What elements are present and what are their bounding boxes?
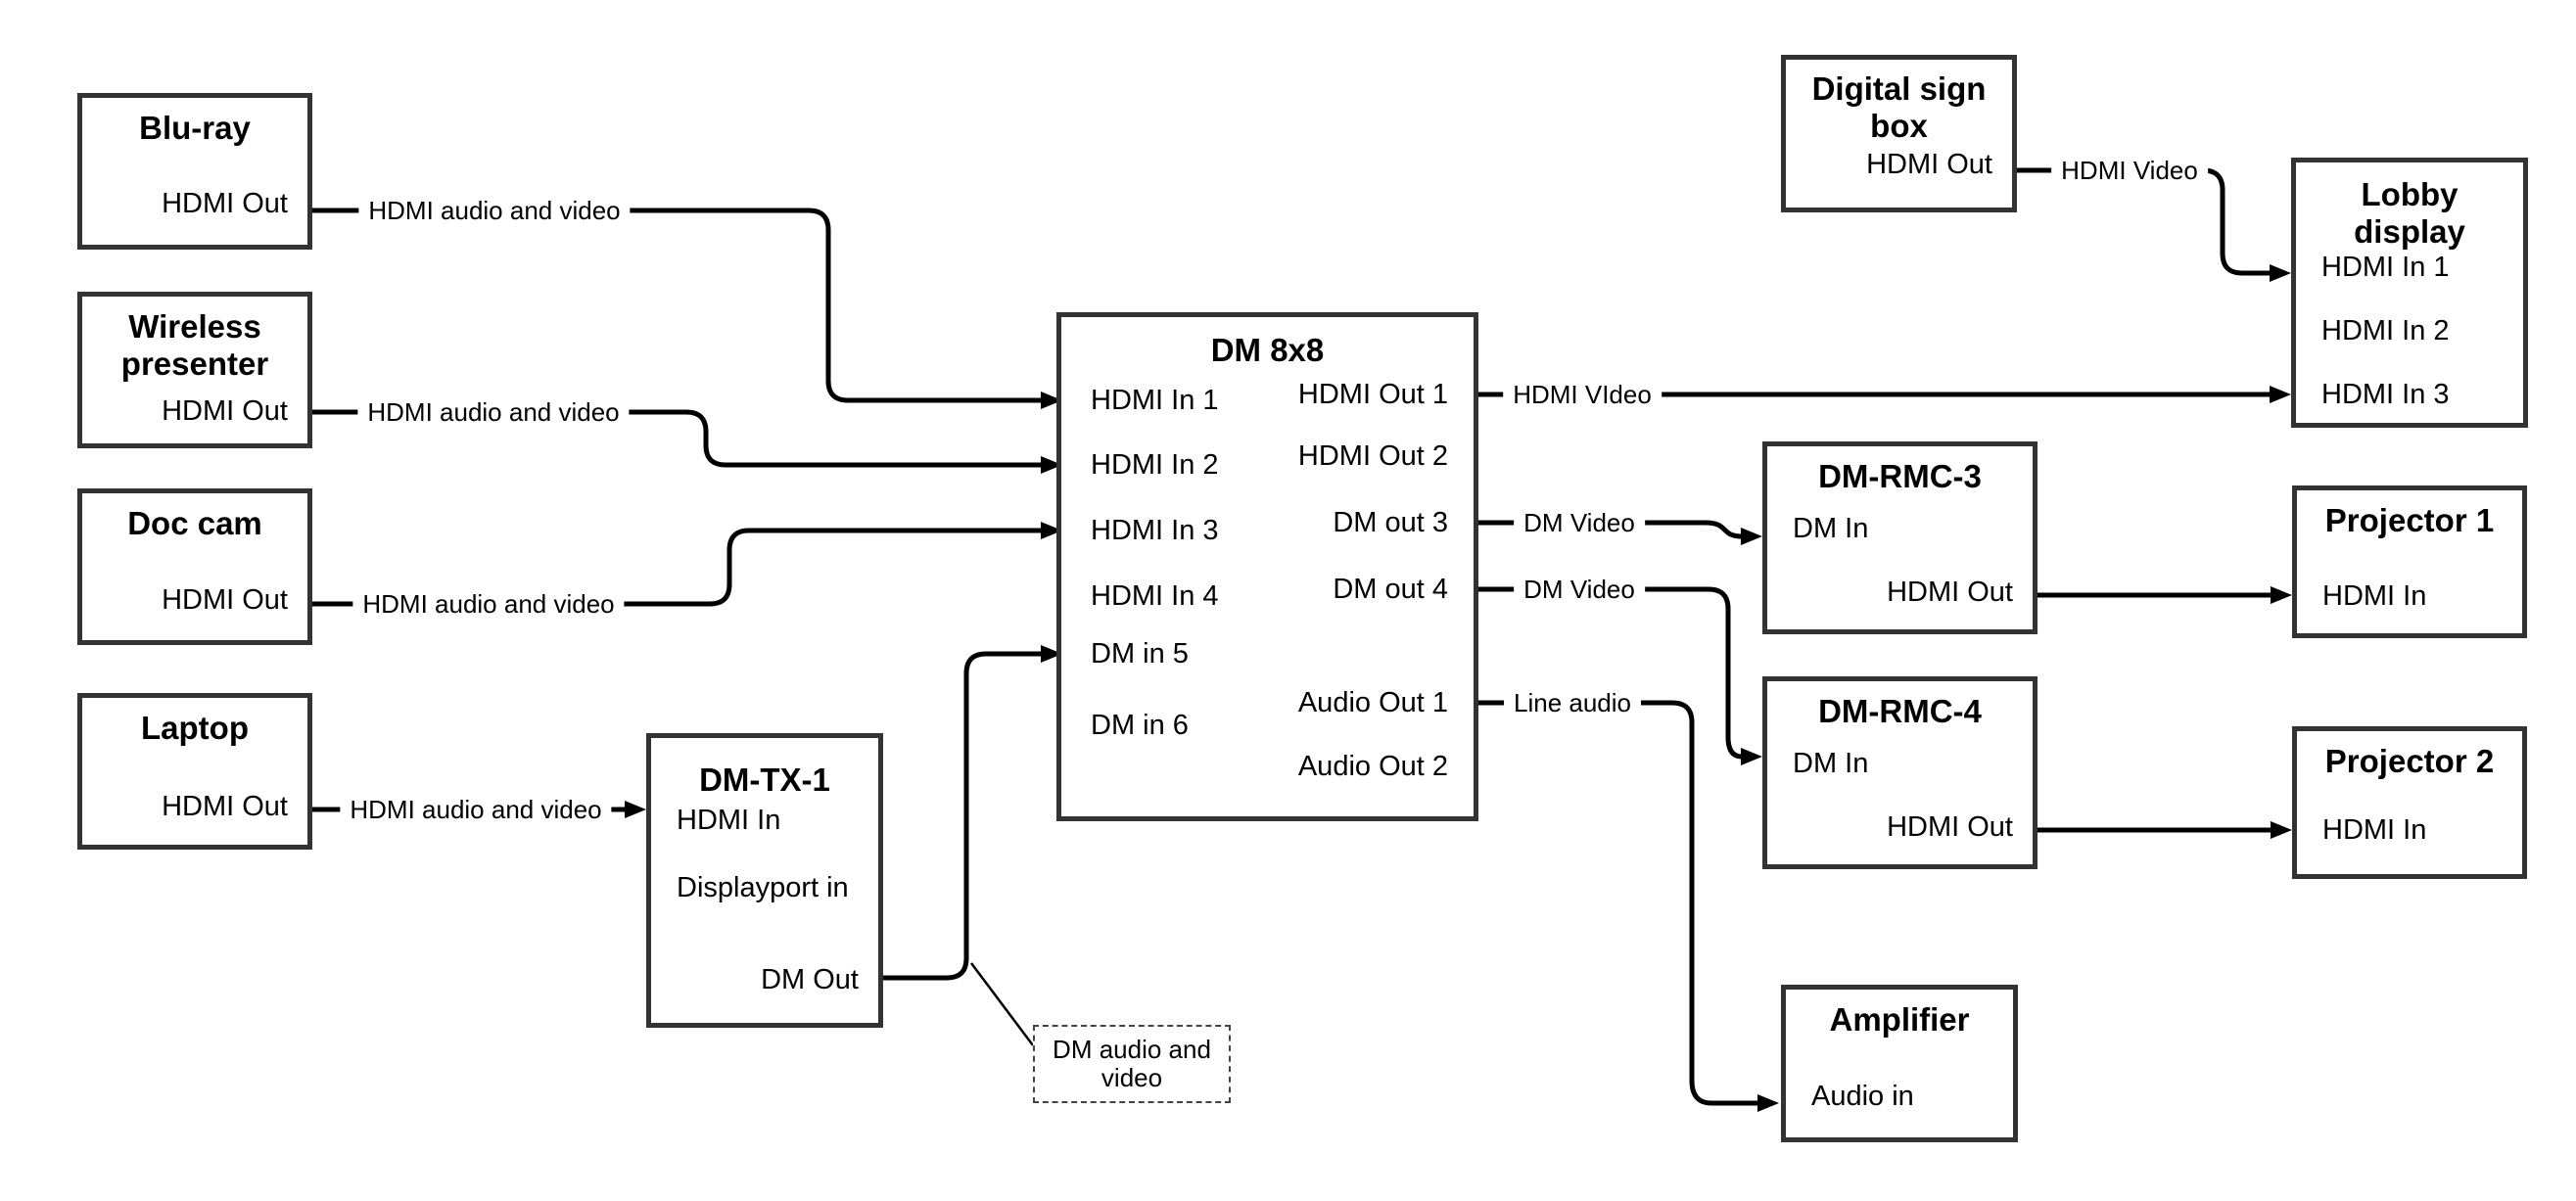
edge-label-wireless: HDMI audio and video [357, 396, 630, 428]
node-doc-cam: Doc cam HDMI Out [77, 488, 312, 645]
node-title: Projector 2 [2324, 743, 2495, 779]
port-amplifier-audio-in: Audio in [1811, 1081, 1914, 1112]
annotation-dm-audio-video: DM audio and video [1033, 1025, 1231, 1103]
port-projector2-hdmi-in: HDMI In [2322, 814, 2427, 846]
node-title: Wireless presenter [120, 308, 269, 382]
port-projector1-hdmi-in: HDMI In [2322, 580, 2427, 612]
edge-digitalsign-to-lobby-in1 [2017, 167, 2292, 282]
port-rmc4-dm-in: DM In [1793, 748, 1869, 779]
port-dm8x8-dm-in-5: DM in 5 [1091, 638, 1189, 670]
edge-label-doccam: HDMI audio and video [352, 588, 625, 620]
port-lobby-hdmi-in-3: HDMI In 3 [2321, 379, 2450, 410]
port-dm8x8-hdmi-out-2: HDMI Out 2 [1297, 440, 1448, 472]
node-dm-tx-1: DM-TX-1 HDMI In Displayport in DM Out [646, 733, 883, 1028]
node-title: Amplifier [1829, 1001, 1970, 1038]
node-blu-ray: Blu-ray HDMI Out [77, 93, 312, 250]
port-dmtx1-dm-out: DM Out [761, 964, 859, 995]
node-title: DM-TX-1 [699, 762, 830, 798]
node-amplifier: Amplifier Audio in [1781, 985, 2018, 1142]
node-lobby-display: Lobby display HDMI In 1 HDMI In 2 HDMI I… [2291, 158, 2528, 428]
node-wireless-presenter: Wireless presenter HDMI Out [77, 292, 312, 448]
edge-dm8x8-out3-to-rmc3 [1478, 520, 1762, 545]
node-title: Projector 1 [2324, 502, 2495, 538]
edge-doccam-to-dm8x8-in3 [312, 522, 1063, 607]
node-title: DM 8x8 [1210, 332, 1325, 368]
port-wireless-hdmi-out: HDMI Out [162, 395, 288, 427]
edge-wireless-to-dm8x8-in2 [312, 409, 1063, 474]
port-dm8x8-hdmi-in-1: HDMI In 1 [1091, 385, 1219, 416]
port-lobby-hdmi-in-1: HDMI In 1 [2321, 252, 2450, 283]
port-dm8x8-hdmi-out-1: HDMI Out 1 [1297, 379, 1448, 410]
port-dm8x8-hdmi-in-2: HDMI In 2 [1091, 449, 1219, 481]
port-dm8x8-hdmi-in-3: HDMI In 3 [1091, 515, 1219, 546]
edge-label-bluray: HDMI audio and video [358, 195, 631, 226]
port-rmc3-dm-in: DM In [1793, 513, 1869, 544]
edge-dm8x8-audio1-to-amplifier [1478, 700, 1780, 1112]
port-dm8x8-audio-out-2: Audio Out 2 [1297, 751, 1448, 782]
port-doc-cam-hdmi-out: HDMI Out [162, 584, 288, 616]
port-laptop-hdmi-out: HDMI Out [162, 791, 288, 822]
node-laptop: Laptop HDMI Out [77, 693, 312, 850]
port-digital-sign-hdmi-out: HDMI Out [1866, 149, 1992, 180]
port-dmtx1-displayport-in: Displayport in [677, 872, 849, 903]
edge-label-line-audio: Line audio [1504, 687, 1641, 718]
edge-label-dm-video-4: DM Video [1514, 574, 1645, 605]
node-projector-1: Projector 1 HDMI In [2292, 485, 2527, 638]
port-blu-ray-hdmi-out: HDMI Out [162, 188, 288, 219]
node-title: Doc cam [127, 505, 262, 541]
edge-bluray-to-dm8x8-in1 [312, 208, 1063, 409]
port-dm8x8-dm-in-6: DM in 6 [1091, 710, 1189, 741]
node-digital-sign-box: Digital sign box HDMI Out [1781, 55, 2017, 212]
node-dm-rmc-3: DM-RMC-3 DM In HDMI Out [1762, 441, 2037, 634]
edge-label-hdmi-video-1: HDMI VIdeo [1503, 379, 1662, 410]
port-dm8x8-hdmi-in-4: HDMI In 4 [1091, 580, 1219, 612]
node-title: DM-RMC-3 [1818, 458, 1982, 494]
edge-dm8x8-out4-to-rmc4 [1478, 586, 1762, 765]
node-title: Laptop [141, 710, 249, 746]
port-dm8x8-audio-out-1: Audio Out 1 [1297, 687, 1448, 718]
node-title: Lobby display [2354, 176, 2465, 250]
port-dmtx1-hdmi-in: HDMI In [677, 805, 781, 836]
node-dm-rmc-4: DM-RMC-4 DM In HDMI Out [1762, 676, 2037, 869]
node-title: DM-RMC-4 [1818, 693, 1982, 729]
edge-dmtx1-to-dm8x8-in5 [883, 645, 1063, 981]
node-dm-8x8: DM 8x8 HDMI In 1 HDMI In 2 HDMI In 3 HDM… [1056, 312, 1478, 821]
port-dm8x8-dm-out-4: DM out 4 [1333, 574, 1448, 605]
edge-label-hdmi-video-2: HDMI Video [2051, 155, 2208, 186]
annotation-text: DM audio and video [1053, 1035, 1211, 1092]
node-projector-2: Projector 2 HDMI In [2292, 726, 2527, 879]
node-title: Blu-ray [139, 110, 251, 146]
port-dm8x8-dm-out-3: DM out 3 [1333, 507, 1448, 538]
annotation-callout-line [970, 962, 1034, 1046]
edge-label-laptop: HDMI audio and video [340, 794, 612, 825]
port-rmc4-hdmi-out: HDMI Out [1887, 811, 2013, 843]
node-title: Digital sign box [1811, 70, 1987, 144]
port-lobby-hdmi-in-2: HDMI In 2 [2321, 315, 2450, 346]
edge-label-dm-video-3: DM Video [1514, 507, 1645, 538]
port-rmc3-hdmi-out: HDMI Out [1887, 577, 2013, 608]
